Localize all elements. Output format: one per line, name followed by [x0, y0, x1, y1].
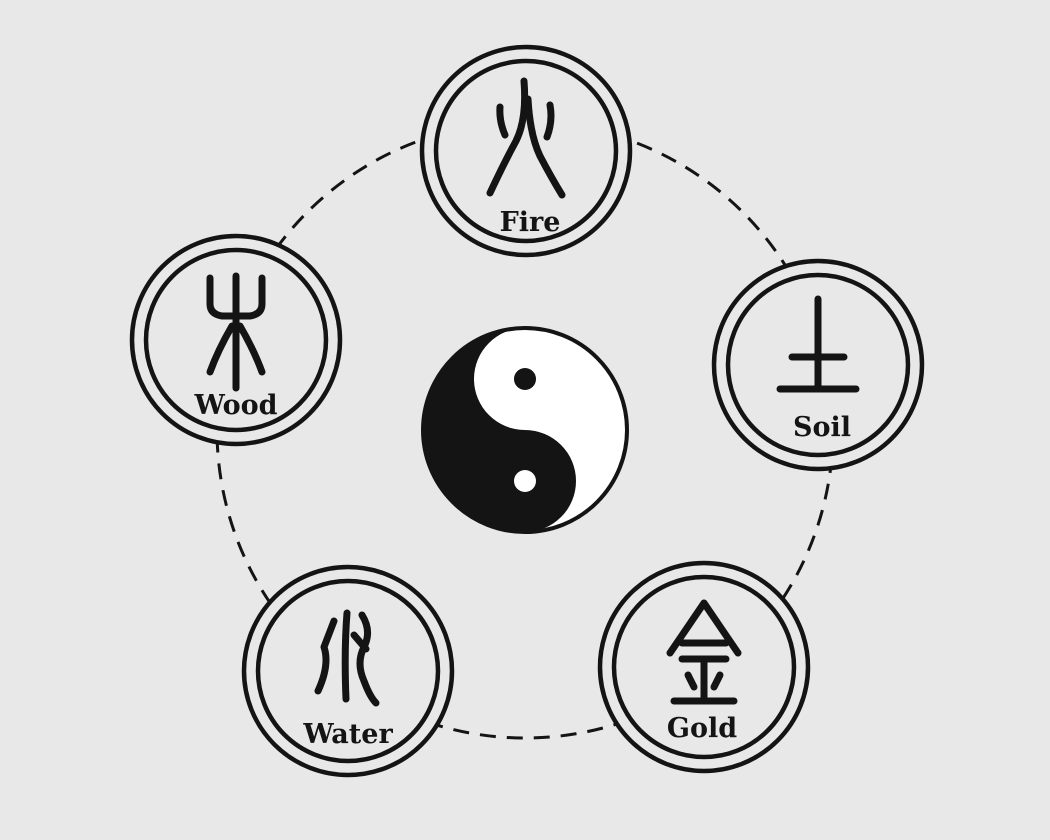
element-node-water: Water [241, 564, 455, 778]
element-node-fire: Fire [419, 44, 633, 258]
inner-ring [611, 574, 797, 760]
element-node-soil: Soil [711, 258, 925, 472]
water-glyph-icon [314, 609, 380, 707]
outer-ring [241, 564, 455, 778]
outer-ring [597, 560, 811, 774]
yin-yang-icon [421, 326, 629, 534]
outer-ring [129, 233, 343, 447]
element-label-gold: Gold [667, 713, 737, 744]
outer-ring [711, 258, 925, 472]
element-label-wood: Wood [193, 390, 277, 421]
element-node-wood: Wood [129, 233, 343, 447]
element-node-gold: Gold [597, 560, 811, 774]
inner-ring [143, 247, 329, 433]
wood-glyph-icon [206, 272, 266, 392]
soil-glyph-icon [776, 295, 860, 393]
fire-glyph-icon [486, 77, 566, 199]
element-label-water: Water [302, 719, 393, 750]
gold-glyph-icon [666, 599, 742, 705]
outer-ring [419, 44, 633, 258]
element-label-fire: Fire [500, 207, 561, 238]
inner-ring [433, 58, 619, 244]
inner-ring [725, 272, 911, 458]
inner-ring [255, 578, 441, 764]
element-label-soil: Soil [793, 412, 851, 443]
